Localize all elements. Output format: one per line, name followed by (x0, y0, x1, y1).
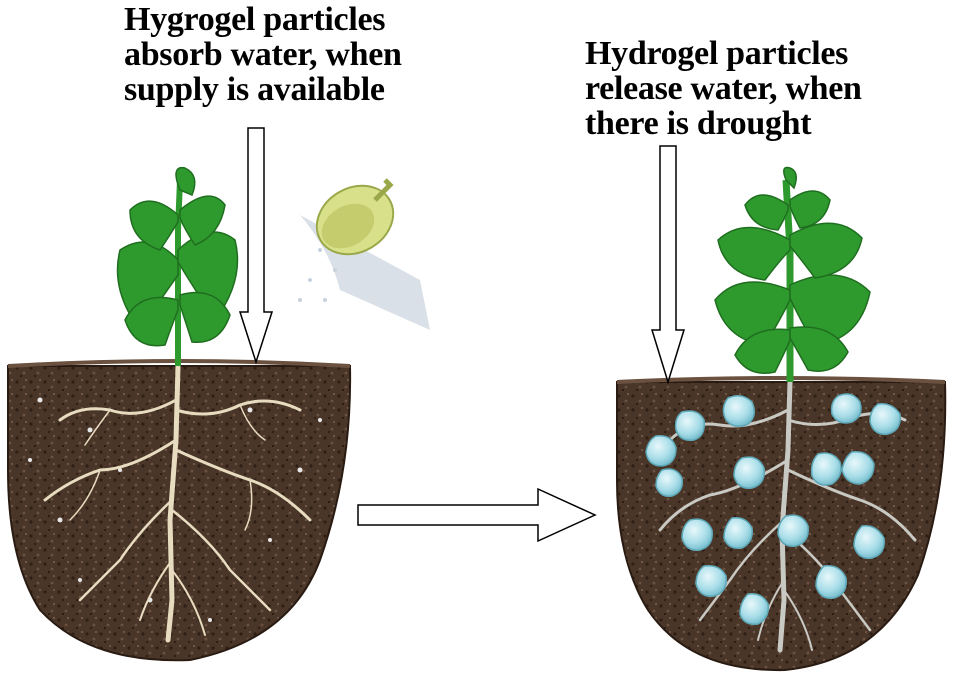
left-roots (43, 363, 312, 643)
left-caption-line-2: absorb water, when (124, 36, 402, 73)
right-caption: Hydrogel particles release water, when t… (585, 36, 862, 141)
right-plant (714, 166, 871, 382)
right-caption-line-1: Hydrogel particles (585, 35, 849, 72)
hydrogel-particles (645, 393, 901, 626)
left-dry-gel-specks (28, 397, 322, 622)
left-down-arrow-icon (238, 127, 274, 365)
right-caption-line-2: release water, when (585, 70, 862, 107)
right-down-arrow-icon (650, 145, 686, 385)
right-caption-line-3: there is drought (585, 105, 812, 142)
left-plant (116, 166, 239, 366)
left-caption: Hygrogel particles absorb water, when su… (124, 2, 402, 107)
watering-can-icon (298, 178, 430, 330)
left-caption-line-3: supply is available (124, 71, 385, 108)
right-arrow-icon (357, 487, 597, 543)
left-caption-line-1: Hygrogel particles (124, 1, 386, 38)
